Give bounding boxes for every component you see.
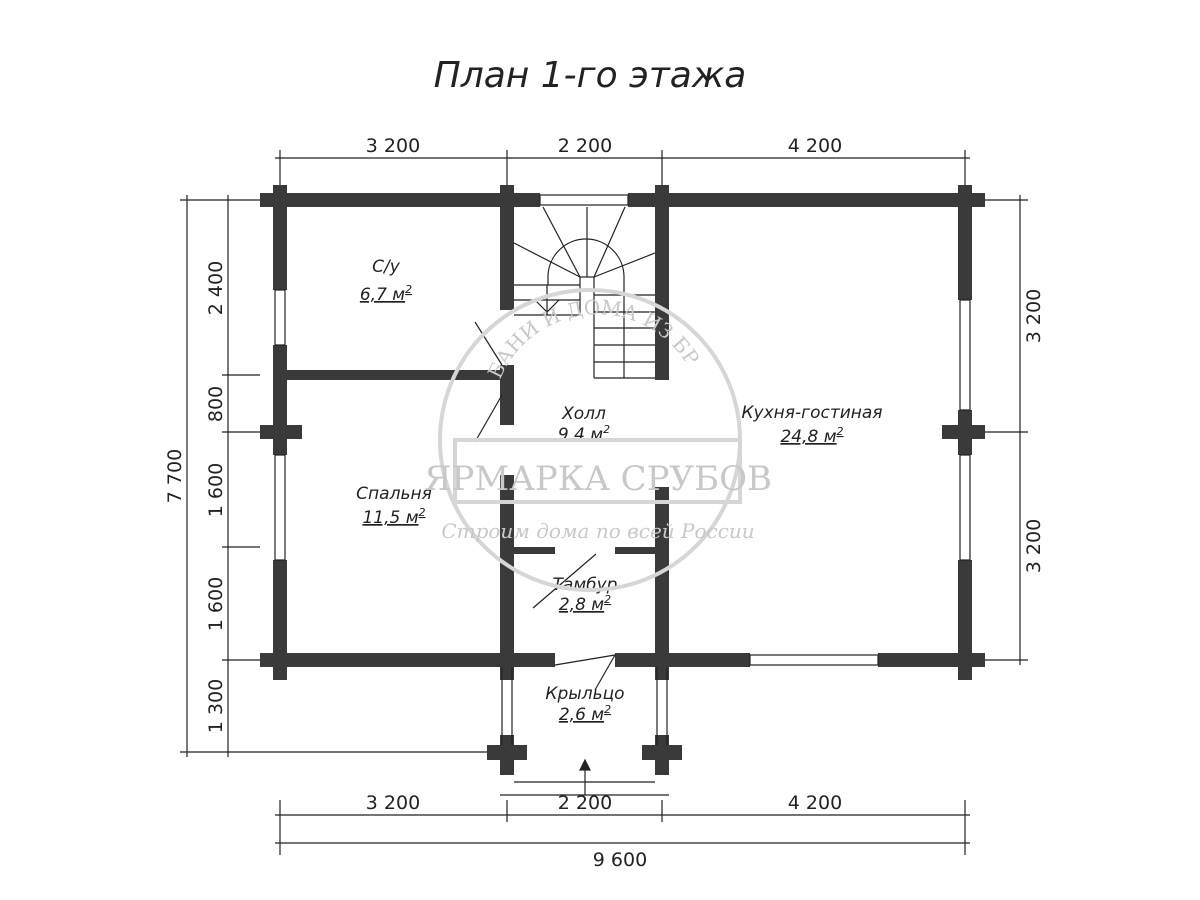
room-name: Тамбур (553, 575, 618, 595)
room-area: 9,4 м2 (558, 423, 610, 445)
dim-right-1: 3 200 (1023, 289, 1045, 343)
dimension-labels: 3 200 2 200 4 200 3 200 2 200 4 200 9 60… (164, 135, 1045, 871)
room-vestibule: Тамбур 2,8 м2 (553, 575, 618, 615)
room-bathroom: С/у 6,7 м2 (360, 257, 412, 305)
dim-bottom-3: 4 200 (788, 792, 842, 814)
room-hall: Холл 9,4 м2 (558, 404, 610, 445)
room-name: Холл (561, 404, 606, 424)
room-area: 2,6 м2 (559, 703, 611, 725)
room-area: 24,8 м2 (780, 425, 843, 447)
walls (260, 185, 985, 775)
watermark-slogan: Строим дома по всей России (441, 519, 754, 543)
room-kitchen-living: Кухня-гостиная 24,8 м2 (741, 403, 882, 447)
room-area: 11,5 м2 (362, 506, 425, 528)
dim-left-3: 1 600 (205, 463, 227, 517)
watermark-brand: ЯРМАРКА СРУБОВ (424, 459, 772, 499)
dim-top-3: 4 200 (788, 135, 842, 157)
dim-left-5: 1 300 (205, 679, 227, 733)
dim-overall-depth: 7 700 (164, 449, 186, 503)
plan-title: План 1-го этажа (434, 55, 747, 96)
room-area: 2,8 м2 (559, 593, 611, 615)
dimension-lines (180, 150, 1028, 855)
dim-top-1: 3 200 (366, 135, 420, 157)
dim-left-1: 2 400 (205, 261, 227, 315)
room-bedroom: Спальня 11,5 м2 (356, 484, 432, 528)
dim-overall-width: 9 600 (593, 849, 647, 871)
room-porch: Крыльцо 2,6 м2 (545, 684, 624, 725)
room-name: Кухня-гостиная (741, 403, 882, 423)
room-name: С/у (372, 257, 401, 277)
room-name: Крыльцо (545, 684, 624, 704)
room-area: 6,7 м2 (360, 283, 412, 305)
dim-left-2: 800 (205, 386, 227, 422)
dim-right-2: 3 200 (1023, 519, 1045, 573)
room-name: Спальня (356, 484, 432, 504)
dim-bottom-1: 3 200 (366, 792, 420, 814)
dim-left-4: 1 600 (205, 577, 227, 631)
dim-bottom-2: 2 200 (558, 792, 612, 814)
dim-top-2: 2 200 (558, 135, 612, 157)
